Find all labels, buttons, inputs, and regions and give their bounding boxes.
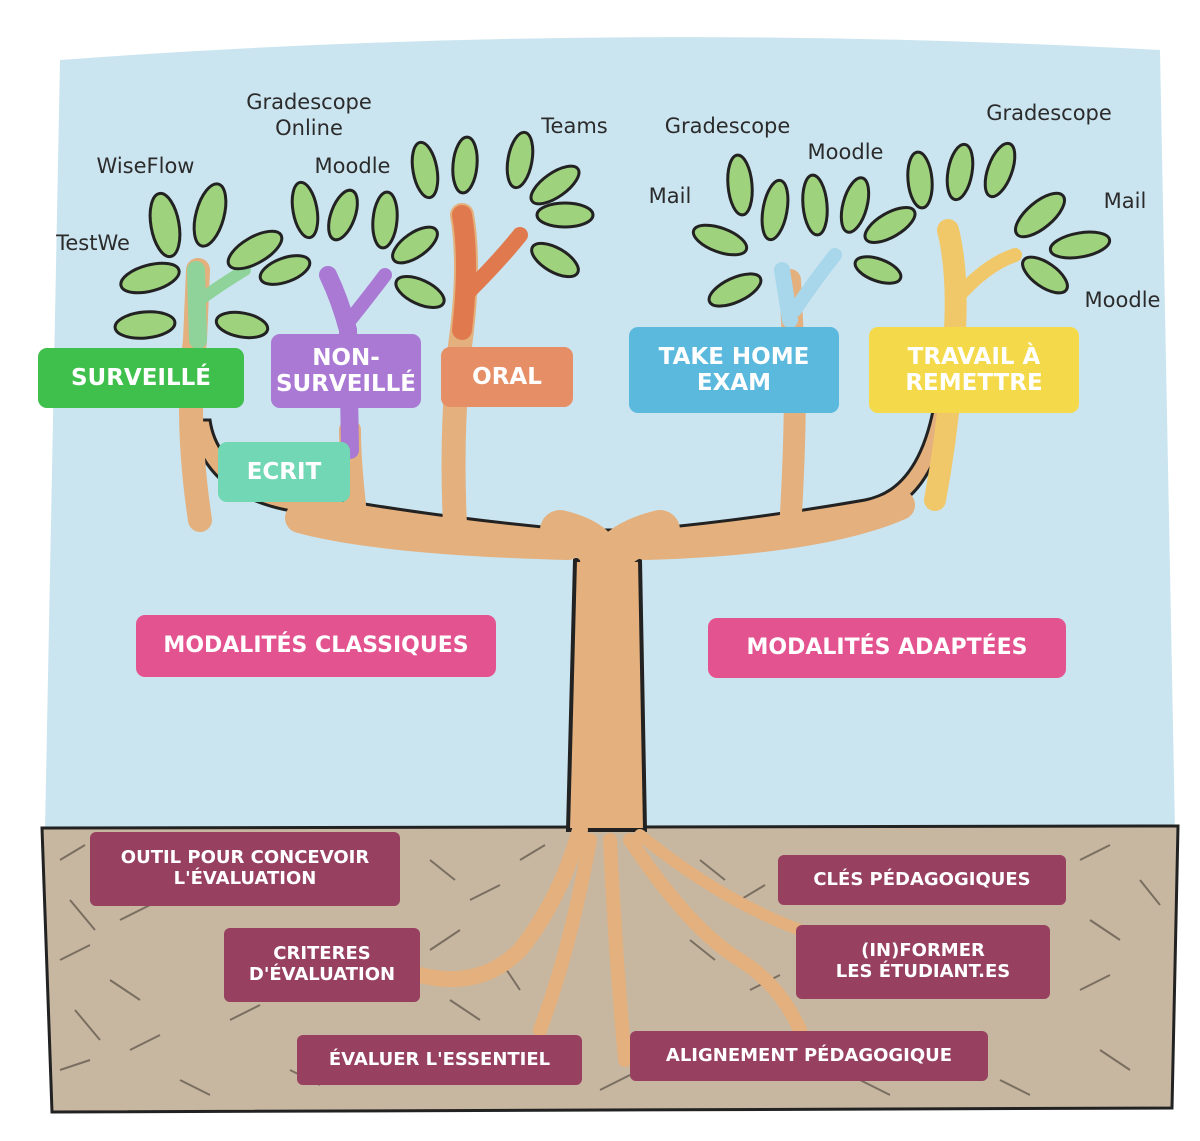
- tool-gradescope-2: Gradescope: [986, 101, 1112, 125]
- label-non-surveille: NON- SURVEILLÉ: [271, 334, 421, 408]
- label-evaluer-essentiel: ÉVALUER L'ESSENTIEL: [297, 1035, 582, 1085]
- tool-moodle-3: Moodle: [1084, 288, 1161, 312]
- tool-gradescope-1: Gradescope: [664, 114, 791, 138]
- tool-teams: Teams: [541, 114, 608, 138]
- label-informer-etudiants: (IN)FORMER LES ÉTUDIANT.ES: [796, 925, 1050, 999]
- label-modalites-classiques: MODALITÉS CLASSIQUES: [136, 615, 496, 677]
- leaves: [113, 130, 1112, 340]
- tool-moodle-2: Moodle: [807, 140, 884, 164]
- roots: [412, 822, 807, 1067]
- label-ecrit: ECRIT: [218, 442, 350, 502]
- tool-moodle-1: Moodle: [314, 154, 391, 178]
- branch-non-surveille: [319, 266, 359, 459]
- label-alignement-pedagogique: ALIGNEMENT PÉDAGOGIQUE: [630, 1031, 988, 1081]
- tool-mail-1: Mail: [648, 184, 692, 208]
- label-modalites-adaptees: MODALITÉS ADAPTÉES: [708, 618, 1066, 678]
- tool-mail-2: Mail: [1103, 189, 1147, 213]
- label-oral: ORAL: [441, 347, 573, 407]
- tool-wiseflow: WiseFlow: [96, 154, 195, 178]
- tool-gradescope-online: Gradescope Online: [246, 90, 372, 141]
- label-take-home-exam: TAKE HOME EXAM: [629, 327, 839, 413]
- label-criteres-evaluation: CRITERES D'ÉVALUATION: [224, 928, 420, 1002]
- label-surveille: SURVEILLÉ: [38, 348, 244, 408]
- trunk: [565, 558, 648, 832]
- label-travail-a-remettre: TRAVAIL À REMETTRE: [869, 327, 1079, 413]
- tool-testwe: TestWe: [56, 231, 130, 255]
- label-outil-concevoir: OUTIL POUR CONCEVOIR L'ÉVALUATION: [90, 832, 400, 906]
- label-cles-pedagogiques: CLÉS PÉDAGOGIQUES: [778, 855, 1066, 905]
